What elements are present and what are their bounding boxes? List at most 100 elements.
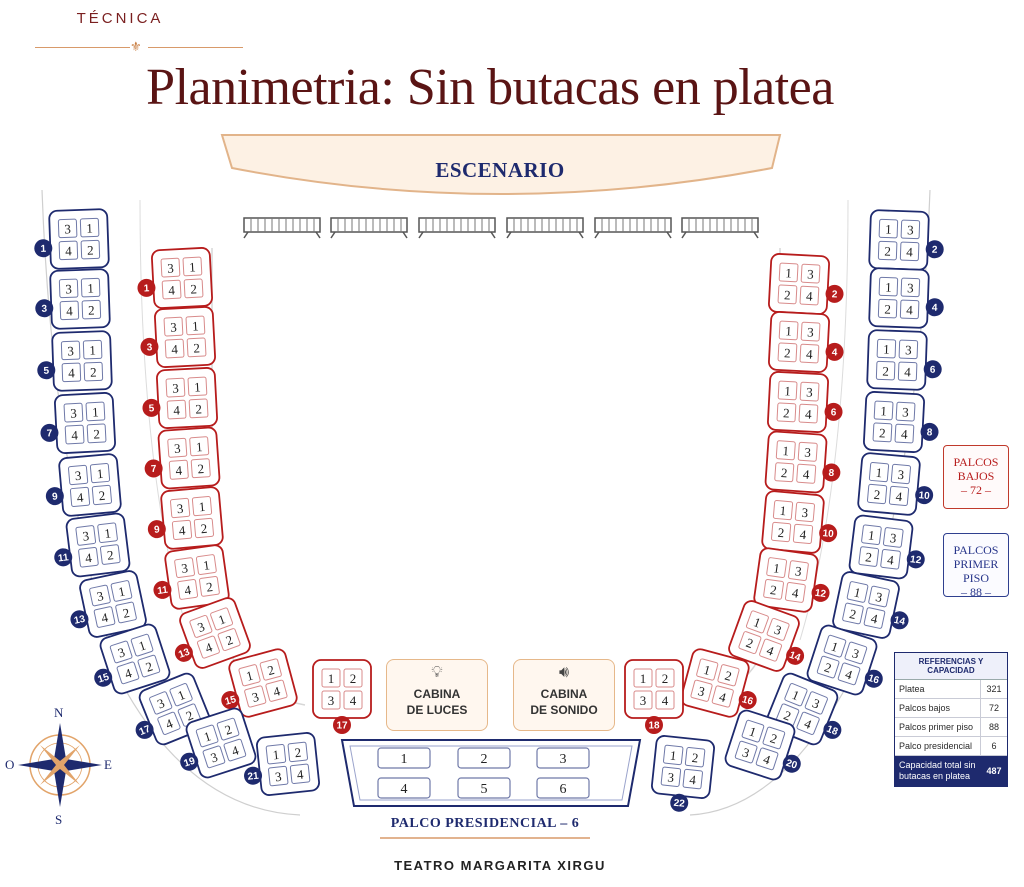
seat (794, 501, 816, 523)
box-number: 8 (828, 468, 835, 479)
seat (660, 766, 682, 787)
seat (171, 519, 193, 541)
seat-number: 4 (230, 742, 241, 758)
seat-number: 4 (806, 346, 814, 361)
seat-number: 4 (895, 489, 903, 505)
capacity-row-value: 72 (980, 699, 1007, 717)
compass-rose-icon (18, 723, 102, 807)
seat (57, 218, 78, 239)
seat (878, 218, 899, 239)
seat (166, 399, 187, 420)
seat (766, 557, 788, 578)
seat-number: 3 (902, 404, 909, 419)
seat (195, 724, 219, 748)
seat-number: 1 (640, 671, 647, 686)
seat (109, 640, 133, 664)
seat (223, 738, 247, 762)
presidential-seat (536, 777, 590, 799)
seat (846, 581, 869, 603)
box-number: 4 (831, 347, 838, 358)
seat-number: 4 (175, 462, 183, 477)
seat (195, 554, 217, 575)
seat (289, 763, 311, 784)
seat (717, 664, 740, 687)
seat (777, 380, 798, 401)
seat-number: 2 (197, 461, 205, 476)
box-number-badge (923, 360, 942, 379)
presidential-seat-number: 3 (560, 752, 567, 767)
seat-number: 2 (784, 345, 791, 360)
seat (91, 484, 113, 506)
seat (772, 499, 794, 521)
seat (866, 483, 888, 505)
seat-number: 2 (350, 671, 357, 686)
divider-left (35, 47, 130, 48)
seat (115, 601, 137, 624)
box-number: 6 (930, 365, 936, 376)
seat (185, 315, 206, 336)
seat (777, 284, 798, 305)
seat-number: 1 (880, 403, 887, 418)
seat-number: 2 (884, 302, 891, 317)
seat (734, 740, 758, 764)
presidential-box-label: PALCO PRESIDENCIAL – 6 (390, 816, 580, 831)
seat (799, 285, 820, 306)
presidential-seat-number: 2 (481, 752, 488, 767)
seat (64, 424, 85, 445)
box-number-badge (40, 423, 59, 442)
seat (244, 685, 267, 708)
seat (149, 691, 173, 715)
box-number-badge (822, 463, 841, 482)
seat-number: 3 (905, 342, 912, 357)
seat-number: 1 (103, 525, 111, 541)
box-number-badge (142, 398, 161, 417)
seat-number: 3 (801, 505, 809, 521)
box-number: 16 (866, 673, 880, 687)
box-number: 3 (41, 304, 47, 315)
seat-number: 4 (173, 402, 181, 417)
seat-number: 3 (65, 281, 72, 296)
compass-north: N (54, 705, 64, 720)
box-number: 17 (138, 723, 153, 738)
seat (788, 560, 809, 582)
seat (116, 661, 140, 685)
seat (265, 744, 287, 765)
box-number: 18 (648, 721, 660, 732)
box-number-badge (925, 298, 944, 317)
seat (169, 683, 193, 707)
seat-number: 1 (87, 281, 94, 296)
seat (837, 662, 861, 686)
box-number-badge (70, 610, 89, 629)
barrier-row (243, 217, 759, 239)
seat-number: 2 (93, 426, 100, 441)
legend-line: BAJOS (957, 469, 995, 483)
seat-number: 4 (100, 609, 110, 625)
capacity-row-label: Palcos primer piso (899, 722, 974, 732)
seat-number: 1 (747, 723, 758, 739)
seat (633, 690, 653, 710)
seat (89, 584, 111, 607)
venue-name: TEATRO MARGARITA XIRGU (394, 858, 606, 873)
presidential-seat-number: 1 (401, 752, 408, 767)
box-number: 1 (143, 283, 150, 294)
seat-number: 1 (790, 687, 802, 703)
seat-number: 4 (765, 642, 777, 658)
seat-number: 2 (190, 281, 197, 296)
seat (797, 441, 818, 462)
seat-number: 2 (879, 425, 886, 440)
box-number: 14 (788, 650, 803, 664)
seat-number: 4 (84, 550, 93, 566)
seat-number: 1 (779, 503, 787, 519)
box-number: 2 (932, 245, 938, 256)
seat (872, 422, 893, 443)
capacity-row-value: 321 (980, 680, 1007, 698)
seat-number: 2 (200, 521, 208, 537)
